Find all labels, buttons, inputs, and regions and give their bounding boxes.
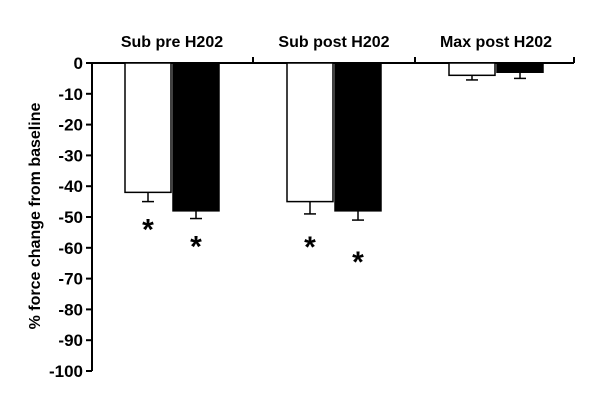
bar <box>286 62 334 203</box>
bar <box>334 62 382 212</box>
y-tick-label: -70 <box>58 270 83 289</box>
bar <box>496 62 544 73</box>
bar <box>172 62 220 212</box>
y-tick-label: -100 <box>49 362 83 381</box>
y-tick-label: -40 <box>58 177 83 196</box>
category-label: Sub pre H202 <box>121 34 223 51</box>
significance-star: * <box>190 231 202 264</box>
significance-star: * <box>352 246 364 279</box>
significance-markers: * * * * <box>142 214 364 279</box>
error-bars <box>142 72 526 221</box>
y-tick-label: -90 <box>58 331 83 350</box>
significance-star: * <box>142 214 154 247</box>
category-label: Max post H202 <box>440 34 552 51</box>
bars <box>124 62 544 212</box>
category-labels: Sub pre H202 Sub post H202 Max post H202 <box>121 34 552 51</box>
y-axis-label: % force change from baseline <box>27 103 44 330</box>
y-axis: 0 -10 -20 -30 -40 -50 -60 -70 -80 -90 -100 <box>49 54 93 381</box>
y-tick-label: -50 <box>58 208 83 227</box>
bar <box>124 62 172 194</box>
y-tick-label: -20 <box>58 116 83 135</box>
x-axis <box>92 57 575 64</box>
y-tick-label: -80 <box>58 300 83 319</box>
y-tick-label: 0 <box>74 54 83 73</box>
y-tick-label: -60 <box>58 239 83 258</box>
significance-star: * <box>304 231 316 264</box>
y-tick-label: -30 <box>58 146 83 165</box>
category-label: Sub post H202 <box>278 34 389 51</box>
bar <box>448 62 496 77</box>
y-tick-label: -10 <box>58 85 83 104</box>
